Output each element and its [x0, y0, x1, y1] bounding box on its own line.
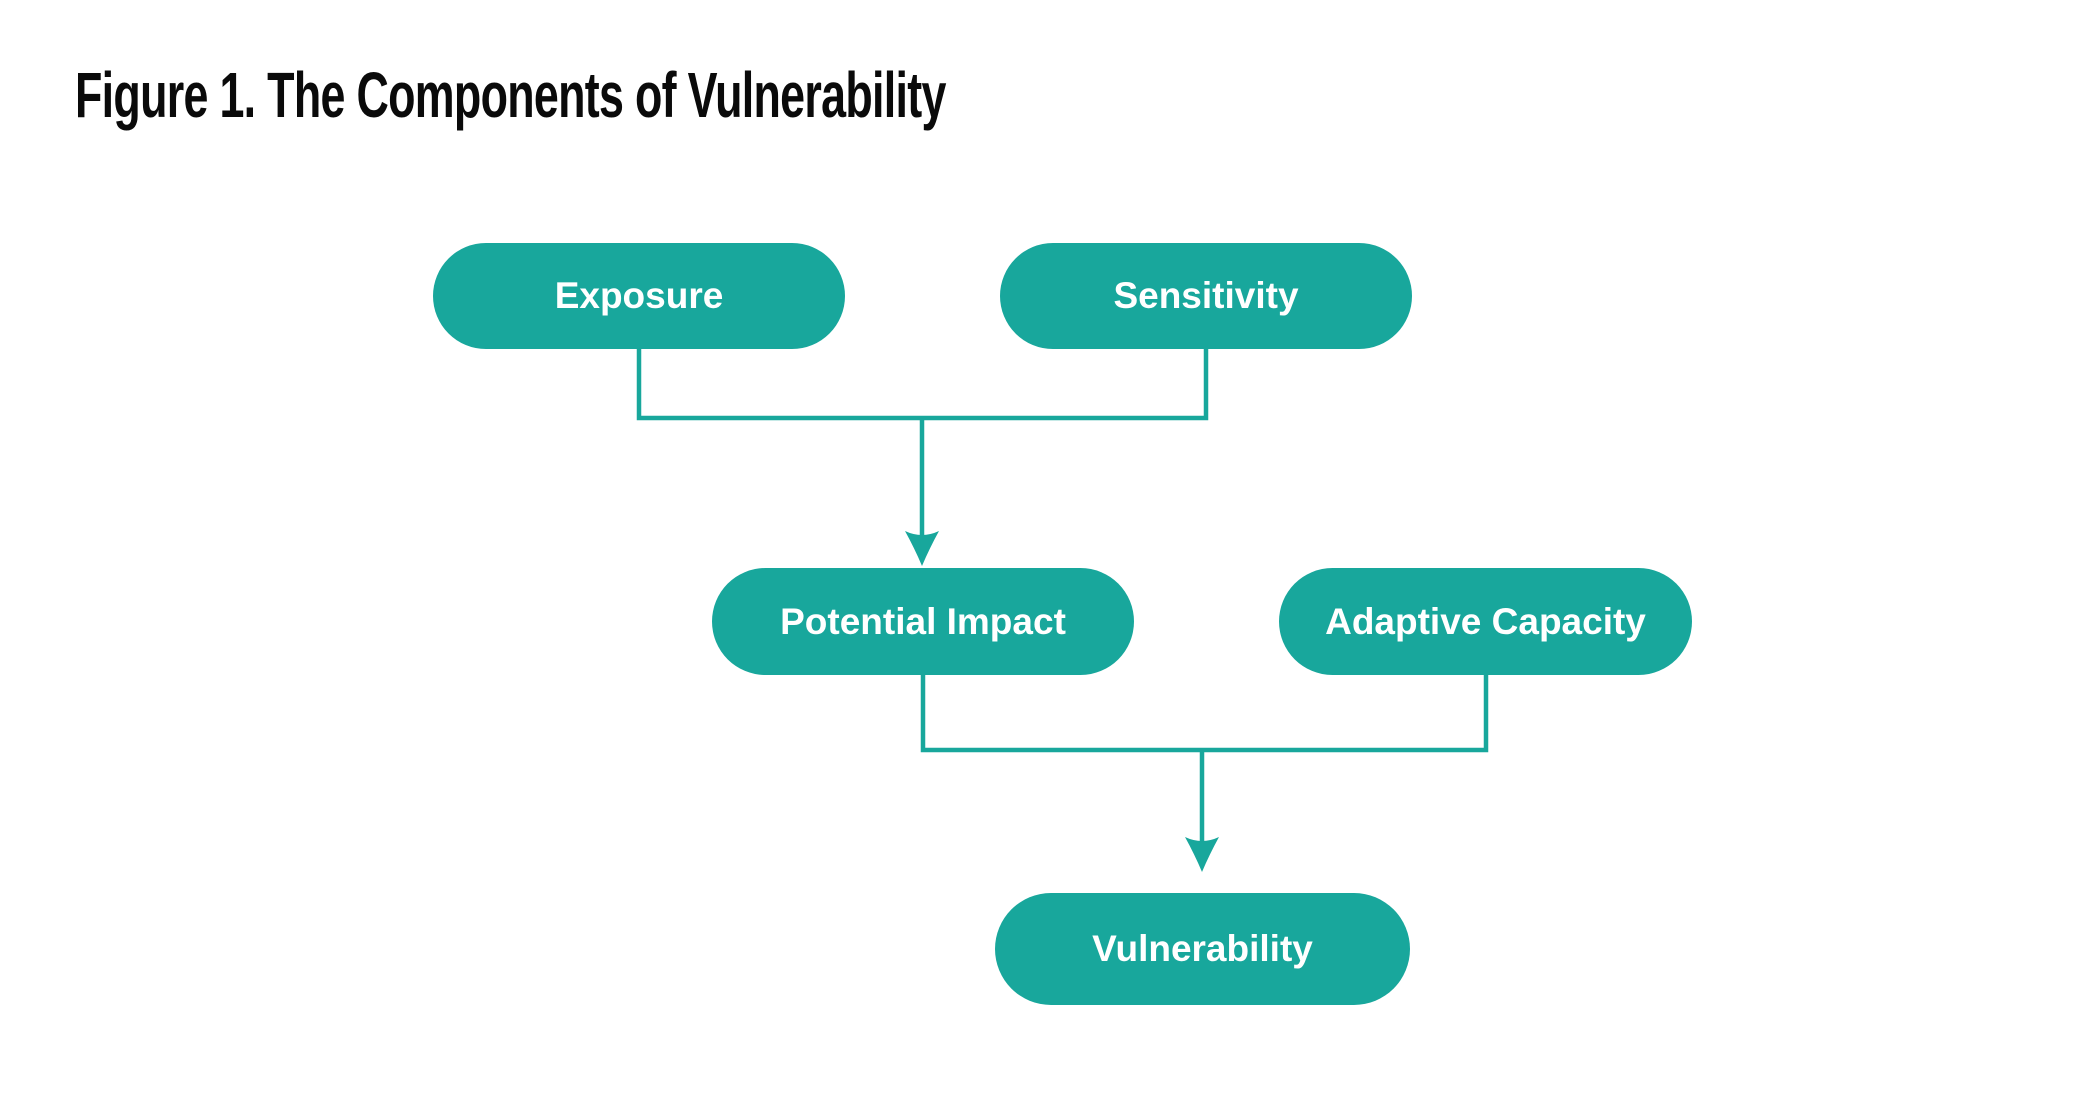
diagram-node-vulnerability: Vulnerability: [995, 893, 1410, 1005]
diagram-node-adaptive-capacity: Adaptive Capacity: [1279, 568, 1692, 675]
diagram-node-sensitivity: Sensitivity: [1000, 243, 1412, 349]
down-arrow-icon: [905, 531, 939, 566]
figure-title: Figure 1. The Components of Vulnerabilit…: [75, 59, 946, 131]
connector-top-bracket: [636, 348, 1209, 421]
connector-bottom-bracket: [920, 675, 1489, 753]
diagram-node-potential-impact: Potential Impact: [712, 568, 1134, 675]
node-label: Exposure: [554, 275, 724, 316]
down-arrow-icon: [1185, 837, 1219, 872]
node-label: Sensitivity: [1113, 275, 1299, 316]
node-label: Potential Impact: [780, 600, 1066, 642]
node-label: Adaptive Capacity: [1325, 600, 1646, 642]
diagram-node-exposure: Exposure: [433, 243, 845, 349]
node-label: Vulnerability: [1092, 928, 1313, 969]
